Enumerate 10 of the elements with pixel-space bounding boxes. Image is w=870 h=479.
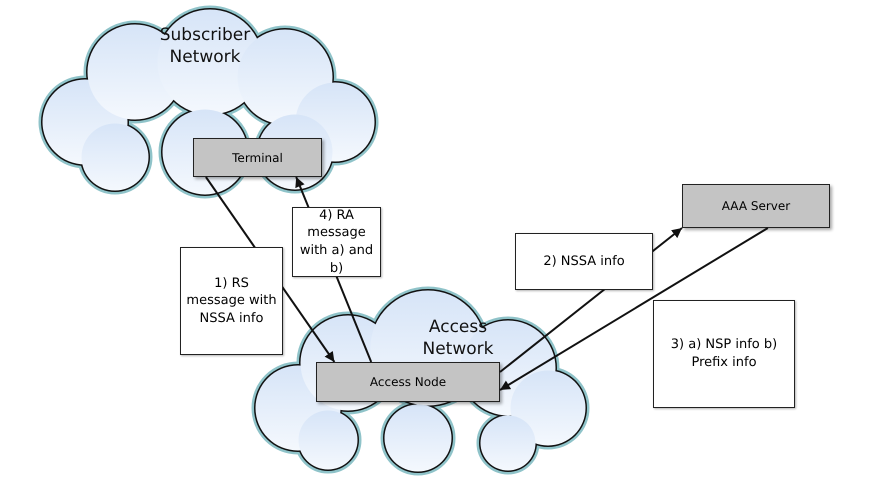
device-box: Access Node <box>316 362 500 402</box>
network-label: Access Network <box>422 316 494 360</box>
edge-label: 2) NSSA info <box>515 233 653 290</box>
edge-label: 1) RS message with NSSA info <box>180 247 283 355</box>
network-label: Subscriber Network <box>158 24 252 68</box>
device-box: AAA Server <box>682 184 830 228</box>
edge-label: 4) RA message with a) and b) <box>292 207 381 277</box>
arrow <box>499 227 768 391</box>
edge-label: 3) a) NSP info b) Prefix info <box>653 300 795 408</box>
device-box: Terminal <box>193 138 322 177</box>
